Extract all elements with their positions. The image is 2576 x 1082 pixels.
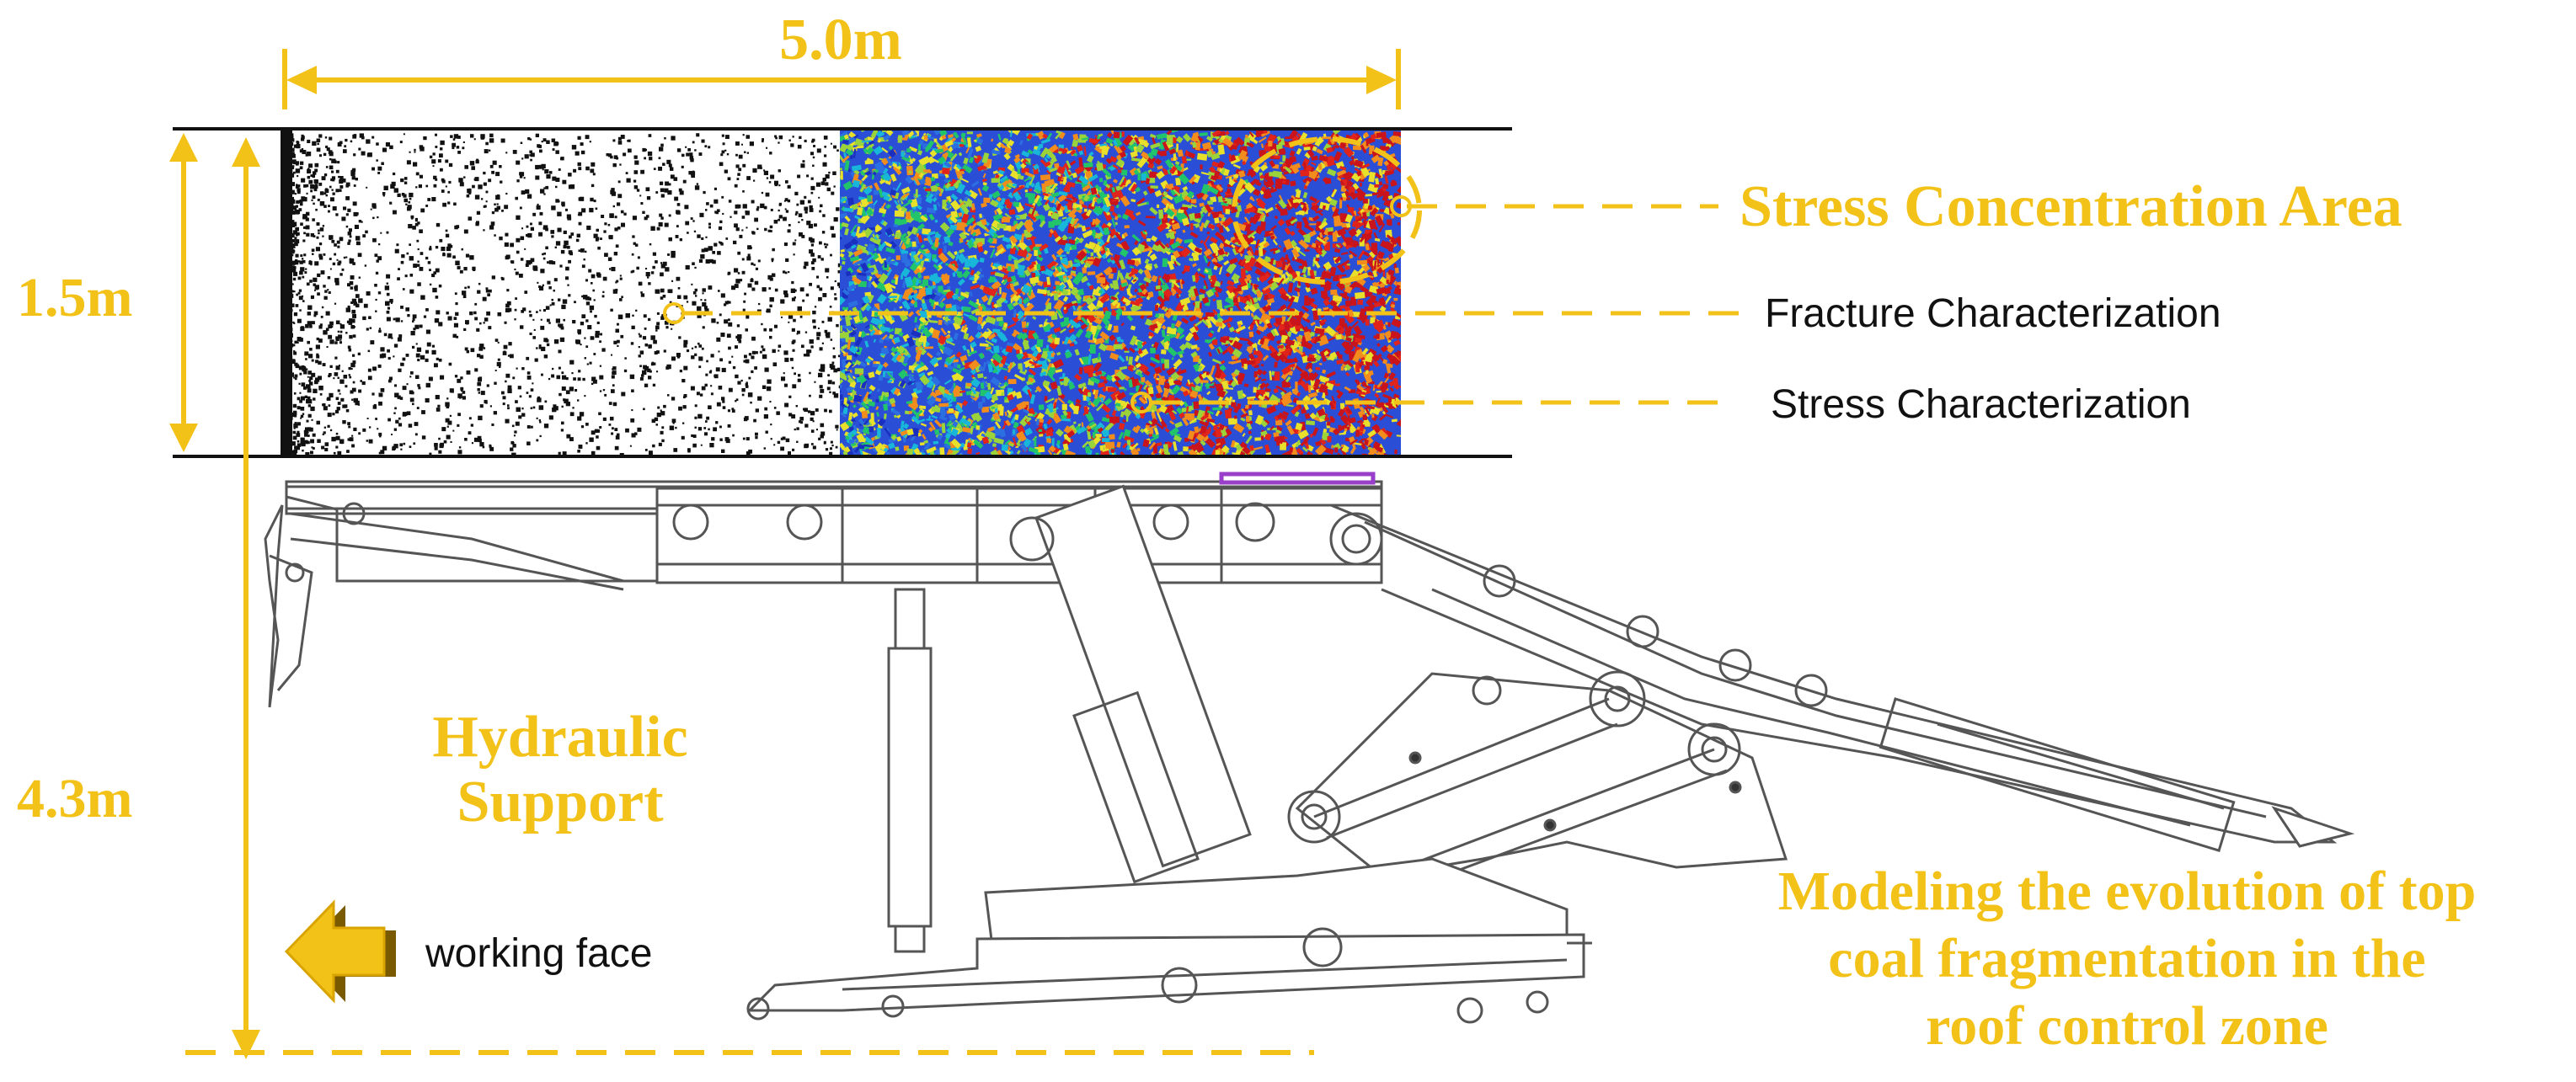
working-face-label: working face [425,931,652,976]
support-height-label: 4.3m [17,768,132,829]
width-label: 5.0m [779,8,902,72]
seam-height-label: 1.5m [17,267,132,328]
modeling-caption-line1: Modeling the evolution of top [1778,861,2477,922]
dimension-seam-height [169,133,198,452]
arrowhead-right-icon [1366,66,1397,94]
coal-wall-edge [281,131,292,455]
stress-field [832,125,1409,465]
coal-seam-model [173,125,1512,465]
modeling-caption-line3: roof control zone [1926,995,2328,1057]
arrowhead-up-icon [232,137,260,167]
arrowhead-up-icon [169,133,198,162]
hydraulic-support-label-line1: Hydraulic [432,705,687,770]
arrowhead-down-icon [169,424,198,452]
fracture-characterization-label: Fracture Characterization [1765,291,2221,336]
arrowhead-left-icon [286,66,317,94]
stress-concentration-label: Stress Concentration Area [1740,174,2402,239]
left-arrow-icon [286,903,396,1002]
modeling-caption-line2: coal fragmentation in the [1828,928,2425,989]
hydraulic-support-label-line2: Support [457,770,663,834]
stress-characterization-label: Stress Characterization [1771,382,2191,427]
